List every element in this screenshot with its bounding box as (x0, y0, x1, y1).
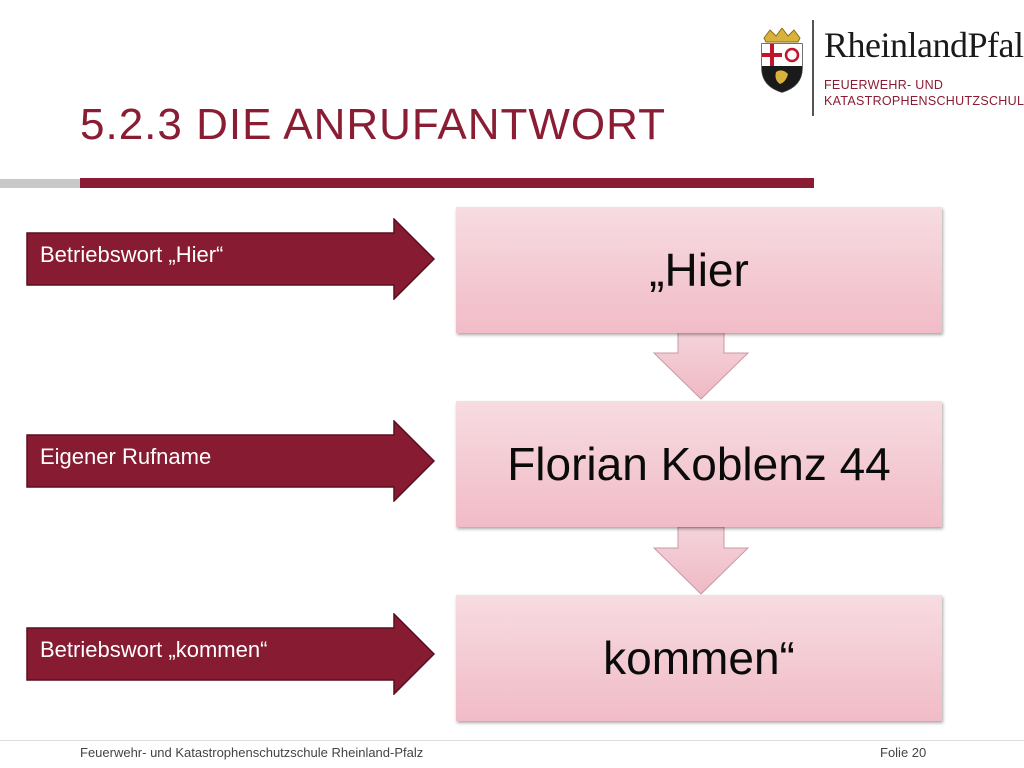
right-arrow-shape (26, 613, 436, 695)
logo-subtitle-line1: FEUERWEHR- UND (824, 78, 944, 92)
right-arrow-shape (26, 218, 436, 300)
step-text: kommen“ (603, 632, 795, 684)
right-arrow-shape (26, 420, 436, 502)
logo-name: RheinlandPfalz (824, 25, 1024, 65)
down-arrow-icon (652, 526, 750, 595)
logo: RheinlandPfalz FEUERWEHR- UND KATASTROPH… (758, 20, 1024, 116)
label-text: Betriebswort „Hier“ (40, 242, 224, 267)
label-arrow-kommen: Betriebswort „kommen“ (26, 613, 436, 695)
coat-of-arms-icon (761, 28, 803, 93)
step-box-hier: „Hier (456, 207, 942, 333)
step-text: „Hier (649, 244, 749, 296)
footer-divider (0, 740, 1024, 741)
slide-title: 5.2.3 Die Anrufantwort (80, 100, 666, 149)
title-rule-gray (0, 179, 80, 188)
title-rule-accent (80, 178, 814, 188)
footer-page-number: Folie 20 (880, 745, 927, 760)
step-text: Florian Koblenz 44 (507, 438, 891, 490)
footer-institution: Feuerwehr- und Katastrophenschutzschule … (80, 745, 424, 760)
step-box-rufname: Florian Koblenz 44 (456, 401, 942, 527)
logo-divider (812, 20, 814, 116)
step-box-kommen: kommen“ (456, 595, 942, 721)
label-text: Eigener Rufname (40, 444, 212, 469)
down-arrow-icon (652, 331, 750, 400)
label-arrow-hier: Betriebswort „Hier“ (26, 218, 436, 300)
logo-subtitle-line2: KATASTROPHENSCHUTZSCHULE (824, 94, 1024, 108)
label-arrow-rufname: Eigener Rufname (26, 420, 436, 502)
label-text: Betriebswort „kommen“ (40, 637, 268, 662)
